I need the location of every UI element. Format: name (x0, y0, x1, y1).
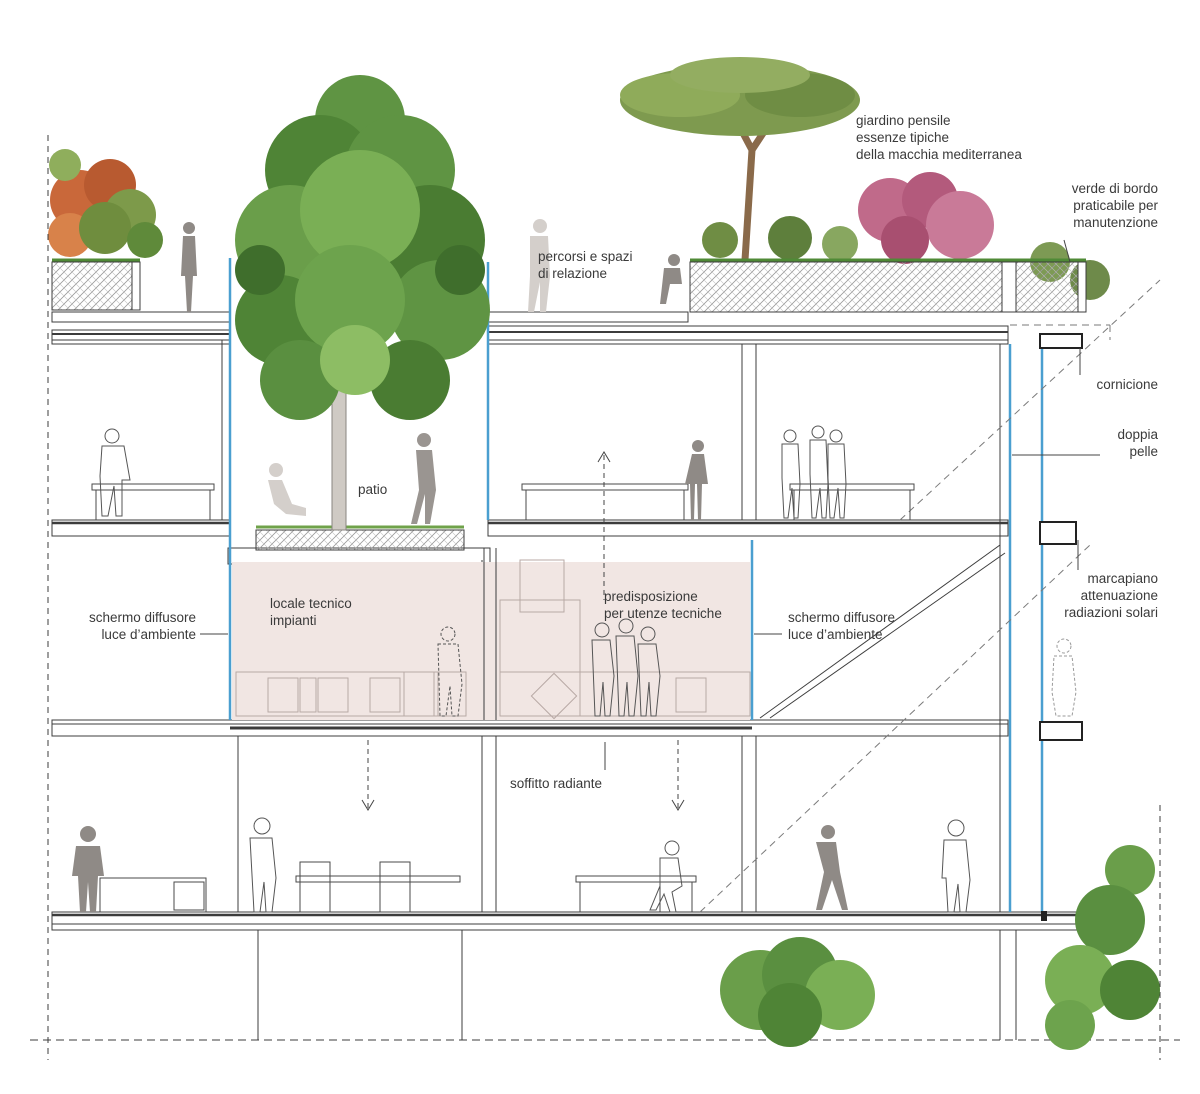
ground-tree-center (720, 937, 875, 1047)
label-patio: patio (358, 482, 388, 497)
label-soffitto-radiante: soffitto radiante (510, 776, 603, 791)
label-giardino-pensile: giardino pensile essenze tipiche della m… (856, 113, 1022, 162)
pine-tree (620, 57, 860, 261)
label-doppia-pelle: doppia pelle (1117, 427, 1158, 459)
planter-left (51, 261, 133, 311)
label-verde-di-bordo: verde di bordo praticabile per manutenzi… (1071, 181, 1158, 230)
ground-tree-right (1045, 845, 1160, 1050)
orange-shrub (48, 149, 163, 258)
pink-trees (858, 172, 994, 264)
tech-room-fill (232, 562, 750, 720)
label-predisposizione: predisposizione per utenze tecniche (604, 589, 722, 621)
label-schermo-diffusore-left: schermo diffusore luce d’ambiente (88, 610, 196, 642)
people-outline (99, 425, 1077, 913)
people-light (268, 219, 550, 516)
label-marcapiano: marcapiano attenuazione radiazioni solar… (1064, 571, 1158, 620)
people-solid (72, 222, 848, 912)
dashed-arrows (361, 451, 685, 811)
hvac-equipment (235, 559, 751, 720)
label-percorsi: percorsi e spazi di relazione (538, 249, 633, 281)
patio-tree (235, 75, 490, 531)
leader-lines (200, 239, 1100, 770)
structural-columns (30, 135, 1180, 1060)
floor-slabs (51, 311, 1083, 931)
planter-edge (1015, 261, 1079, 313)
label-cornicione: cornicione (1096, 377, 1158, 392)
facade-brackets (1039, 333, 1083, 921)
label-schermo-diffusore-mid: schermo diffusore luce d’ambiente (788, 610, 896, 642)
furniture (91, 483, 915, 913)
patio-planter (255, 529, 465, 551)
planter-right-main (689, 261, 1003, 313)
sun-angle-lines (699, 279, 1161, 913)
label-locale-tecnico: locale tecnico impianti (270, 596, 352, 628)
left-roof-garden (48, 149, 163, 311)
